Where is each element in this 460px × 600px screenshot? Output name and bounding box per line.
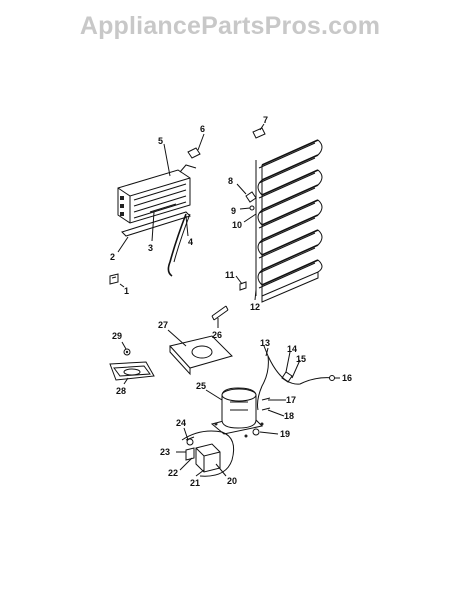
callout-9: 9 xyxy=(231,206,236,216)
callout-10: 10 xyxy=(232,220,242,230)
callout-1: 1 xyxy=(124,286,129,296)
callout-26: 26 xyxy=(212,330,222,340)
callout-24: 24 xyxy=(176,418,186,428)
callout-25: 25 xyxy=(196,381,206,391)
callout-5: 5 xyxy=(158,136,163,146)
condenser-coil xyxy=(255,139,323,303)
callout-12: 12 xyxy=(250,302,260,312)
drain-pan xyxy=(109,361,155,381)
callout-16: 16 xyxy=(342,373,352,383)
drain-trough xyxy=(121,211,191,237)
callout-28: 28 xyxy=(116,386,126,396)
site-watermark: AppliancePartsPros.com xyxy=(79,12,381,40)
callout-27: 27 xyxy=(158,320,168,330)
heater-wire xyxy=(167,213,191,277)
clip-26 xyxy=(211,305,229,321)
callout-29: 29 xyxy=(112,331,122,341)
callout-19: 19 xyxy=(280,429,290,439)
screw-9 xyxy=(249,205,255,211)
callout-11: 11 xyxy=(225,270,235,280)
callout-4: 4 xyxy=(188,237,193,247)
callout-labels: 1 2 3 4 5 6 7 8 9 10 11 12 13 14 15 16 1… xyxy=(110,115,352,488)
evaporator-assembly xyxy=(117,164,197,224)
leader-lines xyxy=(117,123,340,477)
callout-8: 8 xyxy=(228,176,233,186)
callout-15: 15 xyxy=(296,354,306,364)
mounting-bracket xyxy=(169,335,233,376)
refrigerant-tubing xyxy=(257,345,335,411)
bracket-1 xyxy=(109,273,119,285)
callout-7: 7 xyxy=(263,115,268,125)
callout-20: 20 xyxy=(227,476,237,486)
callout-18: 18 xyxy=(284,411,294,421)
defrost-heater xyxy=(149,203,177,213)
callout-3: 3 xyxy=(148,243,153,253)
clip-7 xyxy=(252,127,266,139)
callout-2: 2 xyxy=(110,252,115,262)
callout-17: 17 xyxy=(286,395,296,405)
callout-23: 23 xyxy=(160,447,170,457)
callout-6: 6 xyxy=(200,124,205,134)
callout-13: 13 xyxy=(260,338,270,348)
compressor xyxy=(210,387,264,438)
relay-overload-assembly xyxy=(181,430,235,477)
fittings xyxy=(252,397,271,436)
callout-22: 22 xyxy=(168,468,178,478)
callout-14: 14 xyxy=(287,344,297,354)
clip-8 xyxy=(245,191,257,203)
callout-21: 21 xyxy=(190,478,200,488)
thermostat-clip xyxy=(187,147,201,159)
grommet-29 xyxy=(123,348,131,356)
